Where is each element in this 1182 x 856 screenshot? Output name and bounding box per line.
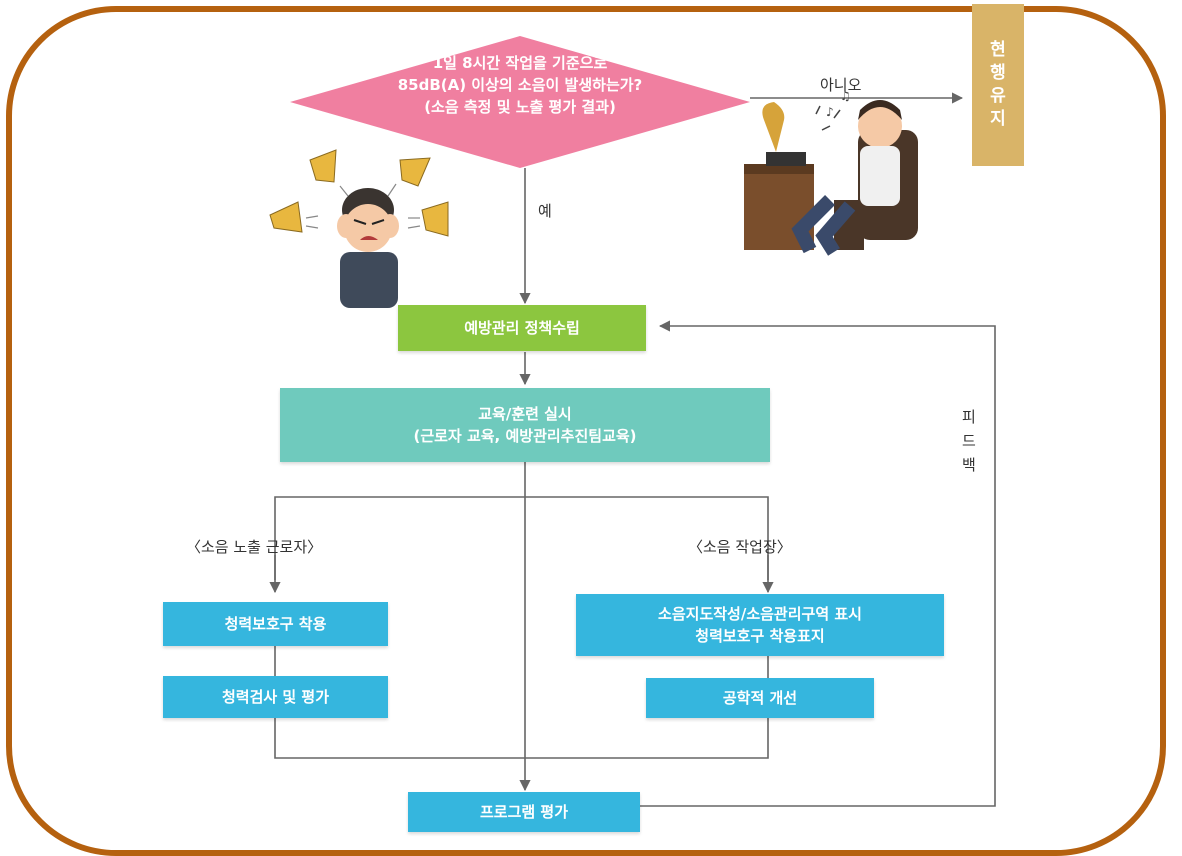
hearing-test-label: 청력검사 및 평가 bbox=[221, 688, 330, 706]
decision-text: 1일 8시간 작업을 기준으로 85dB(A) 이상의 소음이 발생하는가? (… bbox=[330, 52, 710, 118]
maintain-char: 지 bbox=[990, 109, 1006, 129]
right-branch-header: 〈소음 작업장〉 bbox=[688, 538, 792, 556]
feedback-char: 드 bbox=[962, 432, 976, 450]
svg-text:♫: ♫ bbox=[840, 89, 851, 103]
policy-label: 예방관리 정책수립 bbox=[464, 319, 580, 337]
maintain-char: 유 bbox=[990, 86, 1006, 106]
stressed-worker-illustration bbox=[269, 149, 449, 308]
education-line-2: (근로자 교육, 예방관리추진팀교육) bbox=[413, 427, 637, 445]
flow-connectors bbox=[269, 36, 996, 807]
noise-map-box: 소음지도작성/소음관리구역 표시 청력보호구 착용표지 bbox=[576, 594, 944, 656]
education-box: 교육/훈련 실시 (근로자 교육, 예방관리추진팀교육) bbox=[280, 388, 770, 462]
feedback-char: 백 bbox=[962, 456, 976, 474]
left-branch-header: 〈소음 노출 근로자〉 bbox=[186, 538, 323, 556]
hearing-protection-box: 청력보호구 착용 bbox=[163, 602, 388, 646]
decision-line-3: (소음 측정 및 노출 평가 결과) bbox=[424, 98, 616, 116]
maintain-char: 현 bbox=[990, 40, 1006, 60]
hearing-test-box: 청력검사 및 평가 bbox=[163, 676, 388, 718]
hearing-protection-label: 청력보호구 착용 bbox=[224, 615, 327, 633]
engineering-improvement-label: 공학적 개선 bbox=[722, 689, 798, 707]
education-line-1: 교육/훈련 실시 bbox=[478, 405, 572, 423]
maintain-status-box: 현 행 유 지 bbox=[972, 4, 1024, 166]
no-label: 아니오 bbox=[820, 76, 862, 94]
decision-line-2: 85dB(A) 이상의 소음이 발생하는가? bbox=[397, 76, 643, 94]
program-evaluation-box: 프로그램 평가 bbox=[408, 792, 640, 832]
relaxed-worker-illustration: ♪ ♫ bbox=[744, 89, 918, 256]
program-evaluation-label: 프로그램 평가 bbox=[479, 803, 569, 821]
feedback-char: 피 bbox=[962, 408, 976, 426]
engineering-improvement-box: 공학적 개선 bbox=[646, 678, 874, 718]
policy-box: 예방관리 정책수립 bbox=[398, 305, 646, 351]
noise-map-line-1: 소음지도작성/소음관리구역 표시 bbox=[658, 605, 862, 623]
maintain-char: 행 bbox=[990, 63, 1006, 83]
svg-text:♪: ♪ bbox=[826, 105, 834, 119]
noise-map-line-2: 청력보호구 착용표지 bbox=[695, 627, 825, 645]
decision-diamond bbox=[290, 36, 750, 168]
decision-line-1: 1일 8시간 작업을 기준으로 bbox=[432, 54, 608, 72]
yes-label: 예 bbox=[538, 202, 552, 220]
feedback-label: 피 드 백 bbox=[962, 405, 976, 477]
